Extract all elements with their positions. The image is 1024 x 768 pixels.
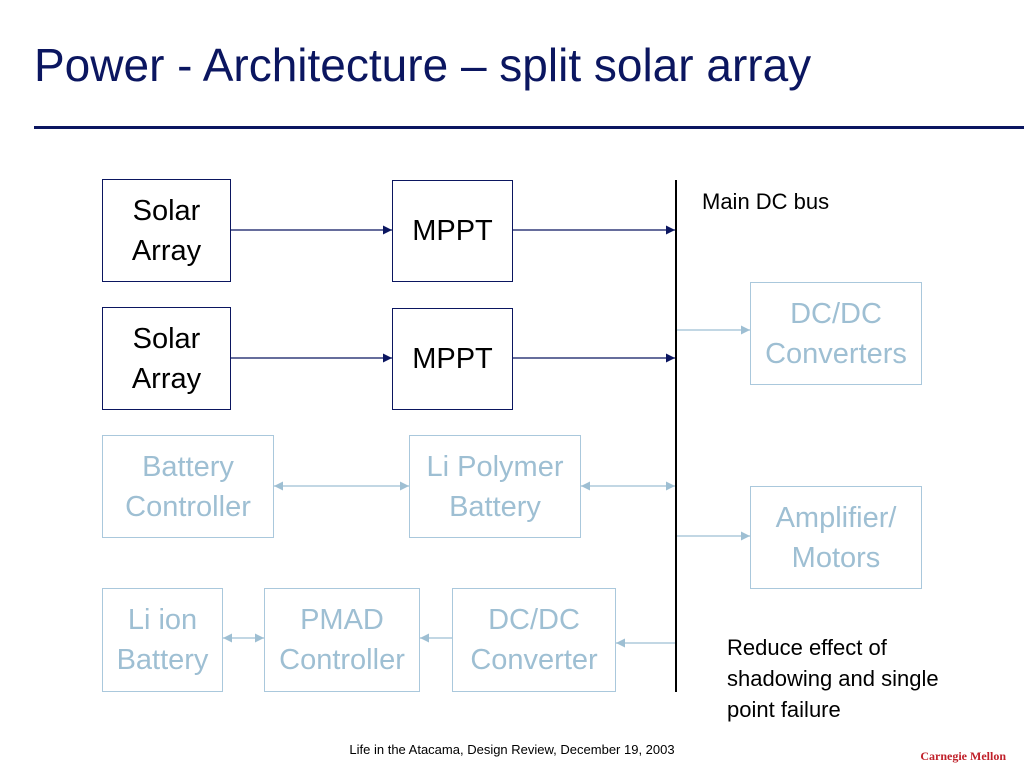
mppt-1-block: MPPT (392, 180, 513, 282)
design-note: Reduce effect of shadowing and single po… (727, 635, 939, 722)
battery-controller-block: Battery Controller (102, 435, 274, 538)
solar-array-2-block: Solar Array (102, 307, 231, 410)
title-underline (34, 126, 1024, 129)
li-polymer-battery-block: Li Polymer Battery (409, 435, 581, 538)
main-dc-bus-label: Main DC bus (702, 189, 830, 214)
pmad-controller-block: PMAD Controller (264, 588, 420, 692)
footer-text: Life in the Atacama, Design Review, Dece… (349, 742, 675, 757)
solar-array-1-block: Solar Array (102, 179, 231, 282)
amplifier-motors-block: Amplifier/ Motors (750, 486, 922, 589)
dcdc-converters-block: DC/DC Converters (750, 282, 922, 385)
brand-label: Carnegie Mellon (920, 749, 1006, 763)
li-ion-battery-block: Li ion Battery (102, 588, 223, 692)
mppt-2-block: MPPT (392, 308, 513, 410)
dcdc-converter-block: DC/DC Converter (452, 588, 616, 692)
slide-title: Power - Architecture – split solar array (34, 39, 812, 91)
